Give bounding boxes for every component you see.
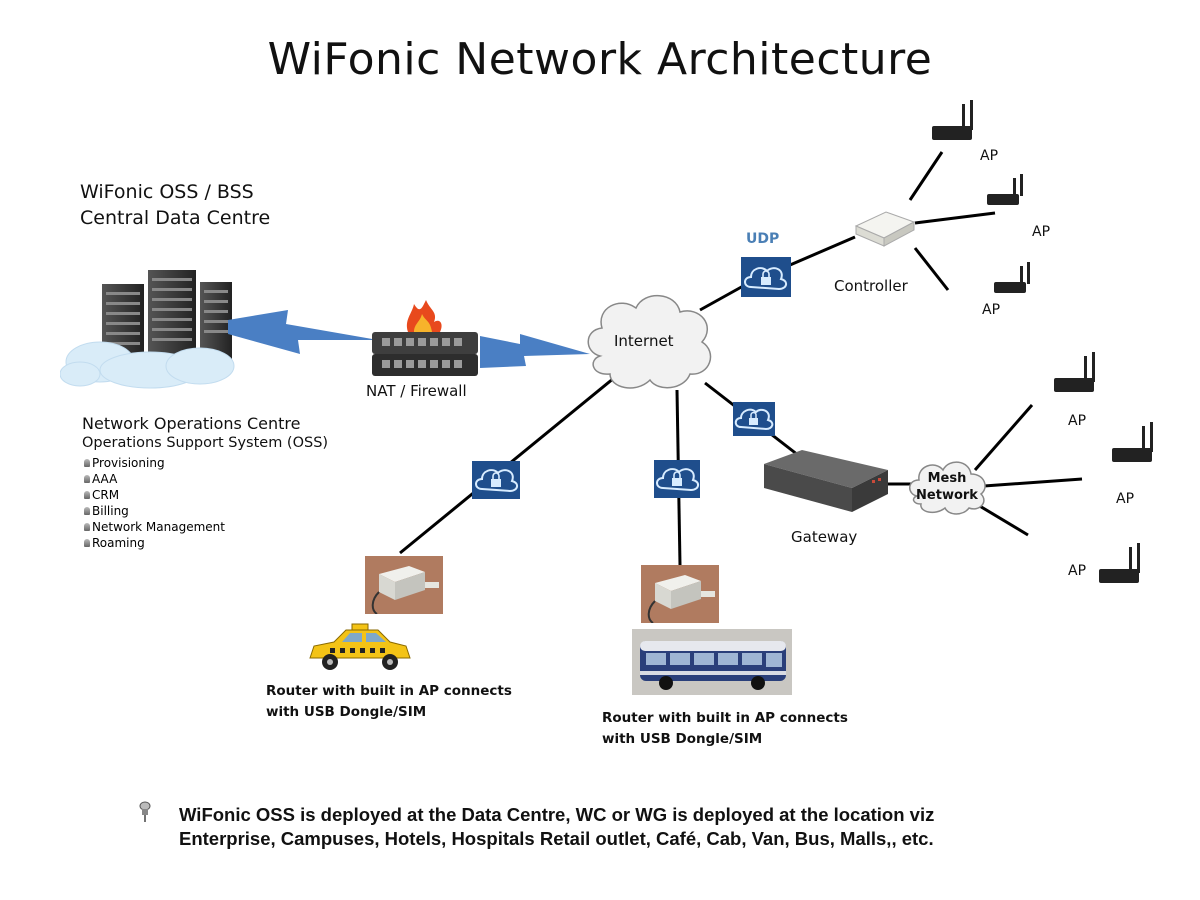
- router-photo: [365, 556, 443, 614]
- ap-label: AP: [982, 302, 1001, 318]
- vpn-lock-icon: [472, 461, 520, 499]
- ap-label: AP: [1032, 224, 1051, 240]
- gateway-label: Gateway: [791, 528, 858, 546]
- firewall-label: NAT / Firewall: [366, 382, 467, 400]
- access-point-icon: [932, 100, 973, 140]
- oss-service-list: Provisioning AAA CRM Billing Network Man…: [84, 455, 225, 551]
- oss-service-item: Network Management: [84, 519, 225, 535]
- vpn-lock-icon: [741, 257, 791, 297]
- bus-icon: [632, 629, 792, 695]
- oss-service-item: Billing: [84, 503, 225, 519]
- link-bolt-icon: [228, 310, 378, 354]
- access-point-icon: [1054, 352, 1095, 392]
- controller-icon: [854, 211, 916, 247]
- oss-service-item: Provisioning: [84, 455, 225, 471]
- bullet-icon: [84, 507, 90, 515]
- udp-label: UDP: [746, 231, 780, 247]
- oss-service-item: Roaming: [84, 535, 225, 551]
- ap-label: AP: [1116, 491, 1135, 507]
- deployment-note: WiFonic OSS is deployed at the Data Cent…: [179, 804, 935, 849]
- internet-label: Internet: [614, 332, 674, 350]
- bullet-icon: [84, 475, 90, 483]
- bullet-icon: [84, 523, 90, 531]
- line-controller-ap2: [914, 211, 996, 225]
- line-internet-udp: [699, 283, 746, 312]
- line-mesh-ap2: [983, 477, 1083, 488]
- internet-cloud-icon: [587, 294, 712, 389]
- line-mesh-ap3: [977, 503, 1029, 537]
- bullet-icon: [84, 459, 90, 467]
- noc-label: Network Operations Centre: [82, 414, 301, 433]
- oss-service-item: AAA: [84, 471, 225, 487]
- ap-label: AP: [980, 148, 999, 164]
- vpn-lock-icon: [654, 460, 700, 498]
- ap-label: AP: [1068, 413, 1087, 429]
- cab-router-caption: Router with built in AP connects with US…: [266, 683, 512, 720]
- controller-label: Controller: [834, 277, 908, 295]
- server-rack-icon: [60, 270, 235, 389]
- bus-router-caption: Router with built in AP connects with US…: [602, 710, 848, 747]
- taxi-icon: [309, 623, 411, 670]
- line-controller-ap3: [913, 247, 950, 291]
- oss-service-item: CRM: [84, 487, 225, 503]
- vpn-lock-icon: [733, 402, 775, 436]
- page-title: WiFonic Network Architecture: [267, 34, 933, 85]
- data-centre-label: WiFonic OSS / BSS: [80, 181, 254, 203]
- line-controller-ap1: [908, 151, 944, 201]
- link-bolt-icon: [480, 334, 590, 368]
- ap-label: AP: [1068, 563, 1087, 579]
- mesh-network-cloud-icon: [909, 461, 986, 515]
- line-udp-controller: [789, 235, 856, 267]
- gateway-icon: [764, 450, 888, 512]
- access-point-icon: [994, 262, 1030, 293]
- pushpin-icon: [139, 801, 151, 822]
- oss-label: Operations Support System (OSS): [82, 435, 329, 451]
- data-centre-sublabel: Central Data Centre: [80, 207, 271, 229]
- router-photo: [641, 565, 719, 623]
- bullet-icon: [84, 491, 90, 499]
- access-point-icon: [987, 174, 1023, 205]
- bullet-icon: [84, 539, 90, 547]
- line-mesh-ap1: [973, 404, 1034, 471]
- mesh-network-label: Mesh Network: [916, 471, 978, 503]
- access-point-icon: [1112, 422, 1153, 462]
- firewall-icon: [372, 300, 478, 376]
- access-point-icon: [1099, 543, 1140, 583]
